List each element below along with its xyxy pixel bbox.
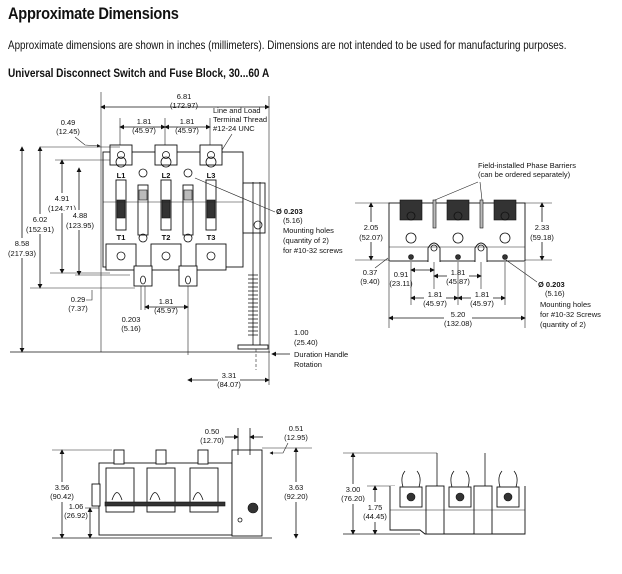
note-fb-mh-3: Mounting holes xyxy=(540,300,591,309)
dim-fb-pitch-right: 1.81 xyxy=(475,290,490,299)
page-title: Approximate Dimensions xyxy=(8,4,179,23)
dim-fb-pitch-left-mm: (45.97) xyxy=(423,299,447,308)
note-phase-barriers-1: Field-installed Phase Barriers xyxy=(478,161,576,170)
note-fb-mh-2: (5.16) xyxy=(545,289,565,298)
dim-overall-width: 6.81 xyxy=(177,92,192,101)
dim-height-488-mm: (123.95) xyxy=(66,221,94,230)
dim-fb-left-offset: 0.37 xyxy=(363,268,378,277)
dim-top-offset-mm: (12.45) xyxy=(56,127,80,136)
note-mh-1: Ø 0.203 xyxy=(276,207,303,216)
dim-end-overall-height-mm: (76.20) xyxy=(341,494,365,503)
dim-hole-dia: 0.203 xyxy=(122,315,141,324)
dim-fb-hole-offset: 0.91 xyxy=(394,270,409,279)
dim-side-handle-width: 0.50 xyxy=(205,427,220,436)
dim-fb-overall-width-mm: (132.08) xyxy=(444,319,472,328)
dim-side-overall-height-mm: (90.42) xyxy=(50,492,74,501)
dim-fb-pitch-right-mm: (45.97) xyxy=(470,299,494,308)
note-terminal-thread-2: Terminal Thread xyxy=(213,115,267,124)
dim-end-base-height-mm: (44.45) xyxy=(363,512,387,521)
dim-fb-pitch-left: 1.81 xyxy=(428,290,443,299)
description-text: Approximate dimensions are shown in inch… xyxy=(8,38,567,52)
dim-pitch-right-mm: (45.97) xyxy=(175,126,199,135)
note-terminal-thread-1: Line and Load xyxy=(213,106,261,115)
note-mh-2: (5.16) xyxy=(283,216,303,225)
fuse-block-view: Field-installed Phase Barriers (can be o… xyxy=(355,161,601,329)
front-view: 6.81 (172.97) 1.81 (45.97) 1.81 (45.97) … xyxy=(8,92,348,390)
dim-handle-dist: 3.31 xyxy=(222,371,237,380)
dim-end-base-height: 1.75 xyxy=(368,503,383,512)
note-mh-3: Mounting holes xyxy=(283,226,334,235)
dim-overall-height-mm: (217.93) xyxy=(8,249,36,258)
dim-fb-left-offset-mm: (9.40) xyxy=(360,277,380,286)
figure-subtitle: Universal Disconnect Switch and Fuse Blo… xyxy=(8,66,270,80)
dim-height-491: 4.91 xyxy=(55,194,70,203)
note-fb-mh-4: for #10-32 Screws xyxy=(540,310,601,319)
note-fb-mh-1: Ø 0.203 xyxy=(538,280,565,289)
dim-side-base-height: 1.06 xyxy=(69,502,84,511)
terminal-t1: T1 xyxy=(117,233,126,242)
dim-height-602-mm: (152.91) xyxy=(26,225,54,234)
dim-fb-height-left: 2.05 xyxy=(364,223,379,232)
note-phase-barriers-2: (can be ordered separately) xyxy=(478,170,571,179)
dim-side-handle-offset-mm: (12.95) xyxy=(284,433,308,442)
dim-pitch-left-mm: (45.97) xyxy=(132,126,156,135)
dim-end-overall-height: 3.00 xyxy=(346,485,361,494)
dim-pitch-right: 1.81 xyxy=(180,117,195,126)
terminal-t2: T2 xyxy=(162,233,171,242)
dim-hole-dia-mm: (5.16) xyxy=(121,324,141,333)
dim-fb-height-left-mm: (52.07) xyxy=(359,233,383,242)
dim-bottom-offset: 0.29 xyxy=(71,295,86,304)
dim-fb-overall-width: 5.20 xyxy=(451,310,466,319)
note-handle-rotation-2: Rotation xyxy=(294,360,322,369)
end-view: 3.00 (76.20) 1.75 (44.45) xyxy=(339,452,526,535)
dim-hole-pitch-mm: (45.97) xyxy=(154,306,178,315)
terminal-l1: L1 xyxy=(117,171,126,180)
dim-height-491-mm: (124.71) xyxy=(48,204,76,213)
note-mh-4: (quantity of 2) xyxy=(283,236,329,245)
note-mh-5: for #10-32 screws xyxy=(283,246,343,255)
dim-handle-offset-mm: (25.40) xyxy=(294,338,318,347)
dim-side-handle-offset: 0.51 xyxy=(289,424,304,433)
terminal-l3: L3 xyxy=(207,171,216,180)
dim-side-right-height-mm: (92.20) xyxy=(284,492,308,501)
dim-hole-pitch: 1.81 xyxy=(159,297,174,306)
dim-fb-height-right: 2.33 xyxy=(535,223,550,232)
dim-side-base-height-mm: (26.92) xyxy=(64,511,88,520)
terminal-t3: T3 xyxy=(207,233,216,242)
terminal-l2: L2 xyxy=(162,171,171,180)
dim-bottom-offset-mm: (7.37) xyxy=(68,304,88,313)
dim-overall-height: 8.58 xyxy=(15,239,30,248)
dim-overall-width-mm: (172.97) xyxy=(170,101,198,110)
dim-handle-offset: 1.00 xyxy=(294,328,309,337)
note-handle-rotation-1: Duration Handle xyxy=(294,350,348,359)
dim-fb-height-right-mm: (59.18) xyxy=(530,233,554,242)
dim-side-overall-height: 3.56 xyxy=(55,483,70,492)
dim-top-offset: 0.49 xyxy=(61,118,76,127)
dim-pitch-left: 1.81 xyxy=(137,117,152,126)
dim-height-488: 4.88 xyxy=(73,211,88,220)
note-fb-mh-5: (quantity of 2) xyxy=(540,320,586,329)
side-view: 3.56 (90.42) 1.06 (26.92) 0.50 (12.70) 0… xyxy=(48,424,312,539)
dim-side-handle-width-mm: (12.70) xyxy=(200,436,224,445)
dim-handle-dist-mm: (84.07) xyxy=(217,380,241,389)
dim-height-602: 6.02 xyxy=(33,215,48,224)
note-terminal-thread-3: #12-24 UNC xyxy=(213,124,255,133)
dim-fb-hole-offset-mm: (23.11) xyxy=(389,279,413,288)
dim-side-right-height: 3.63 xyxy=(289,483,304,492)
